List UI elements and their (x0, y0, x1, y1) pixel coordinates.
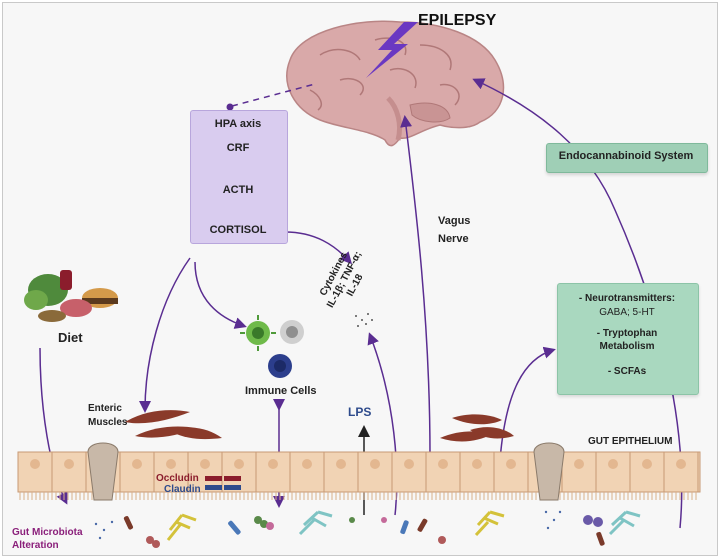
occludin-marker (205, 476, 222, 481)
occludin-label: Occludin (156, 473, 199, 484)
claudin-marker (205, 485, 222, 490)
claudin-label: Claudin (164, 484, 201, 495)
immune-cells-illustration (240, 315, 304, 378)
diagram-title: EPILEPSY (418, 12, 497, 29)
gut-microbiota-illustration (94, 510, 641, 548)
vagus-nerve-label: Vagus Nerve (438, 215, 471, 245)
enteric-muscles-label: Enteric Muscles (88, 403, 128, 428)
neurotransmitters-list: GABA; 5-HT (599, 307, 655, 318)
neurotransmitters-title: - Neurotransmitters: (578, 293, 676, 304)
diet-food-illustration (24, 270, 118, 322)
lps-label: LPS (348, 405, 372, 419)
lightning-icon (366, 22, 418, 78)
hpa-link-dot (226, 103, 234, 111)
hpa-step-crf: CRF (226, 142, 250, 154)
cytokine-dots (355, 313, 373, 327)
hpa-step-acth: ACTH (222, 184, 254, 196)
tryptophan-label: - Tryptophan Metabolism (596, 328, 658, 352)
hpa-brain-dashed-link (231, 83, 316, 107)
hpa-step-cortisol: CORTISOL (209, 224, 267, 236)
neurotransmitters-box (557, 283, 699, 395)
gut-epithelium-cells (17, 442, 701, 501)
gut-microbiota-label: Gut Microbiota Alteration (12, 527, 83, 551)
immune-cells-label: Immune Cells (245, 385, 317, 397)
gut-epithelium-label: GUT EPITHELIUM (588, 436, 673, 447)
enteric-muscle-fibers (125, 410, 514, 442)
hpa-axis-box (190, 110, 288, 244)
endocannabinoid-box (546, 143, 708, 173)
hpa-axis-title: HPA axis (214, 118, 262, 130)
endocannabinoid-label: Endocannabinoid System (558, 150, 694, 162)
brain-illustration (286, 20, 505, 147)
diet-label: Diet (58, 330, 83, 345)
scfas-label: - SCFAs (607, 366, 647, 377)
